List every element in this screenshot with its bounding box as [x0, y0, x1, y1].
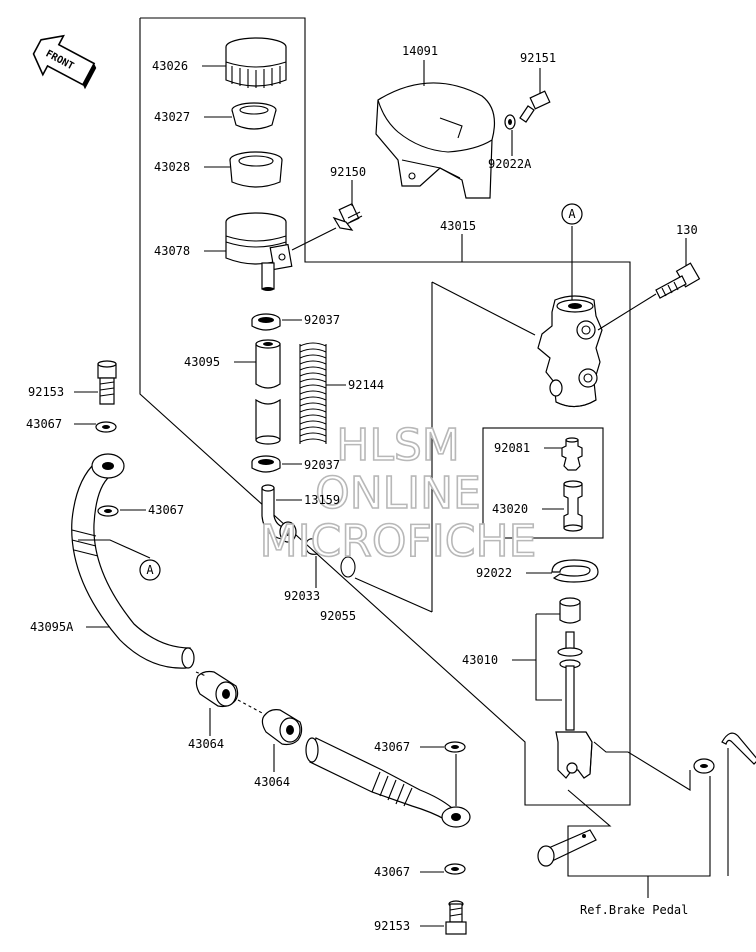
svg-text:HLSM: HLSM: [336, 420, 460, 471]
label-43067-a: 43067: [26, 417, 62, 431]
bolt-92150-part: [332, 202, 363, 231]
label-92037-top: 92037: [304, 313, 340, 327]
svg-text:ONLINE: ONLINE: [315, 468, 481, 519]
label-43067-c: 43067: [374, 740, 410, 754]
master-cylinder-body-part: [537, 295, 603, 408]
label-92150: 92150: [330, 165, 366, 179]
label-43010: 43010: [462, 653, 498, 667]
brake-hose-lower-part: [305, 737, 471, 828]
label-43064-a: 43064: [188, 737, 224, 751]
label-92081: 92081: [494, 441, 530, 455]
svg-text:A: A: [146, 563, 154, 577]
label-13159: 13159: [304, 493, 340, 507]
hose-43095-part: [255, 339, 281, 445]
label-92033: 92033: [284, 589, 320, 603]
label-43015: 43015: [440, 219, 476, 233]
watermark: HLSM ONLINE MICROFICHE: [259, 419, 537, 568]
label-92153-top: 92153: [28, 385, 64, 399]
label-92022: 92022: [476, 566, 512, 580]
reservoir-cap-part: [225, 37, 287, 88]
reservoir-part: [225, 212, 293, 291]
label-43026: 43026: [152, 59, 188, 73]
spring-92144-part: [299, 342, 327, 446]
bolt-130-part: [655, 262, 701, 299]
label-92022A: 92022A: [488, 157, 532, 171]
banjo-bolt-92153-bottom-part: [445, 900, 467, 935]
label-92055: 92055: [320, 609, 356, 623]
grommet-43064-b-part: [261, 709, 303, 746]
label-43064-b: 43064: [254, 775, 290, 789]
callout-A-left: A: [139, 559, 161, 581]
ref-brake-pedal-note: Ref.Brake Pedal: [580, 903, 688, 917]
label-130: 130: [676, 223, 698, 237]
diaphragm-plate-part: [229, 151, 283, 188]
label-43020: 43020: [492, 502, 528, 516]
label-92151: 92151: [520, 51, 556, 65]
front-arrow-badge: FRONT: [32, 34, 97, 90]
elbow-fitting-13159-part: [261, 484, 297, 543]
label-92153-bottom: 92153: [374, 919, 410, 933]
label-43095: 43095: [184, 355, 220, 369]
leader-lines: [74, 60, 729, 927]
o-ring-92055-part: [340, 556, 356, 578]
label-43078: 43078: [154, 244, 190, 258]
label-43067-b: 43067: [148, 503, 184, 517]
clamp-92037-bottom-part: [251, 455, 281, 473]
bolt-92151-part: [519, 90, 551, 123]
clevis-pin-part: [537, 829, 597, 867]
push-rod-43010-part: [555, 597, 593, 779]
snap-ring-92022-part: [551, 559, 599, 583]
label-43027: 43027: [154, 110, 190, 124]
part-labels: 43026 43027 43028 43078 14091 92151 9202…: [26, 44, 698, 933]
cover-part: [375, 82, 495, 199]
label-14091: 14091: [402, 44, 438, 58]
label-43028: 43028: [154, 160, 190, 174]
callout-A-top: A: [561, 203, 583, 225]
label-43067-d: 43067: [374, 865, 410, 879]
svg-text:MICROFICHE: MICROFICHE: [260, 516, 537, 567]
brake-hose-43095A-part: [71, 453, 195, 669]
label-43095A: 43095A: [30, 620, 74, 634]
grommet-43064-a-part: [195, 670, 239, 708]
cotter-pin-part: [721, 732, 756, 765]
diaphragm-part: [231, 102, 277, 130]
label-92144: 92144: [348, 378, 384, 392]
piston-kit-43020-part: [482, 427, 604, 539]
banjo-bolt-92153-top-part: [97, 360, 117, 405]
svg-text:A: A: [568, 207, 576, 221]
circlip-92033-part: [305, 538, 319, 555]
label-92037-bottom: 92037: [304, 458, 340, 472]
clamp-92037-top-part: [251, 313, 281, 331]
